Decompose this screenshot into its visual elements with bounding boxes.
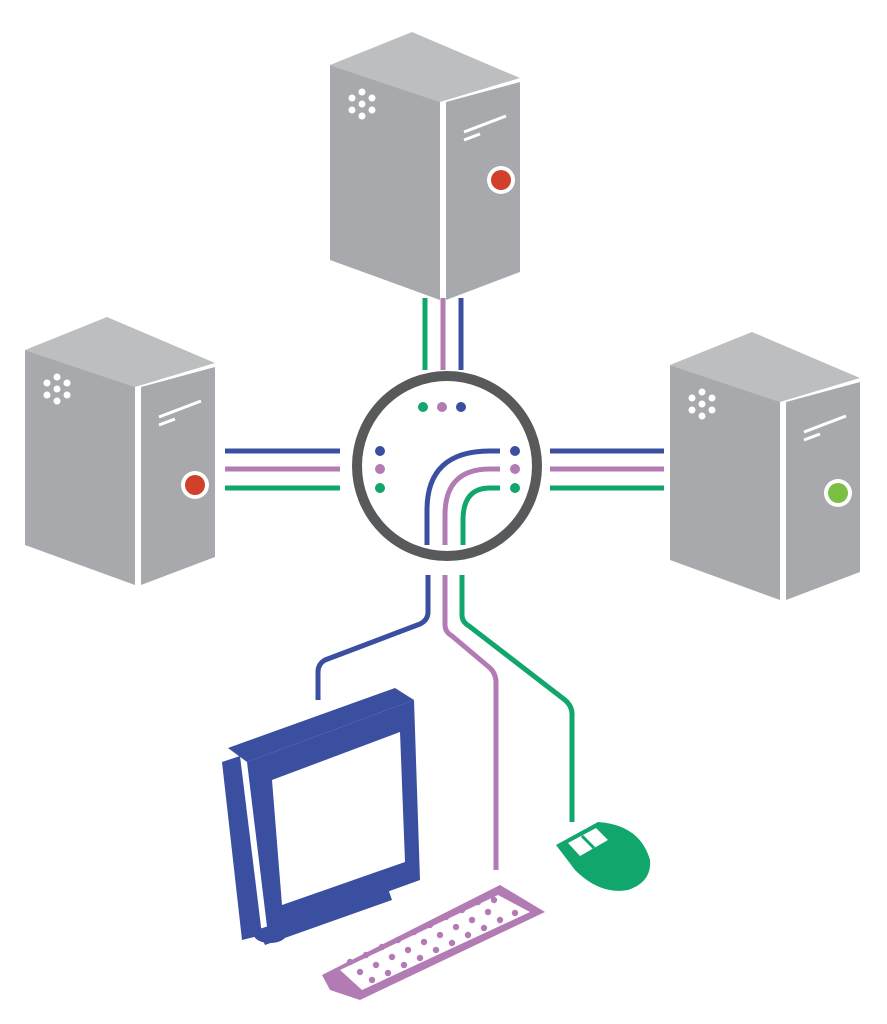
server-left [23,315,217,587]
mouse-icon [556,822,651,891]
server-right [668,330,862,602]
kvm-switch [352,371,542,561]
cables-bottom [315,575,575,870]
keyboard-icon [322,885,545,1000]
cables-top [422,298,464,370]
monitor-icon [222,688,420,945]
server-top [328,30,522,302]
cables-left [225,448,340,491]
cables-right [550,448,664,491]
